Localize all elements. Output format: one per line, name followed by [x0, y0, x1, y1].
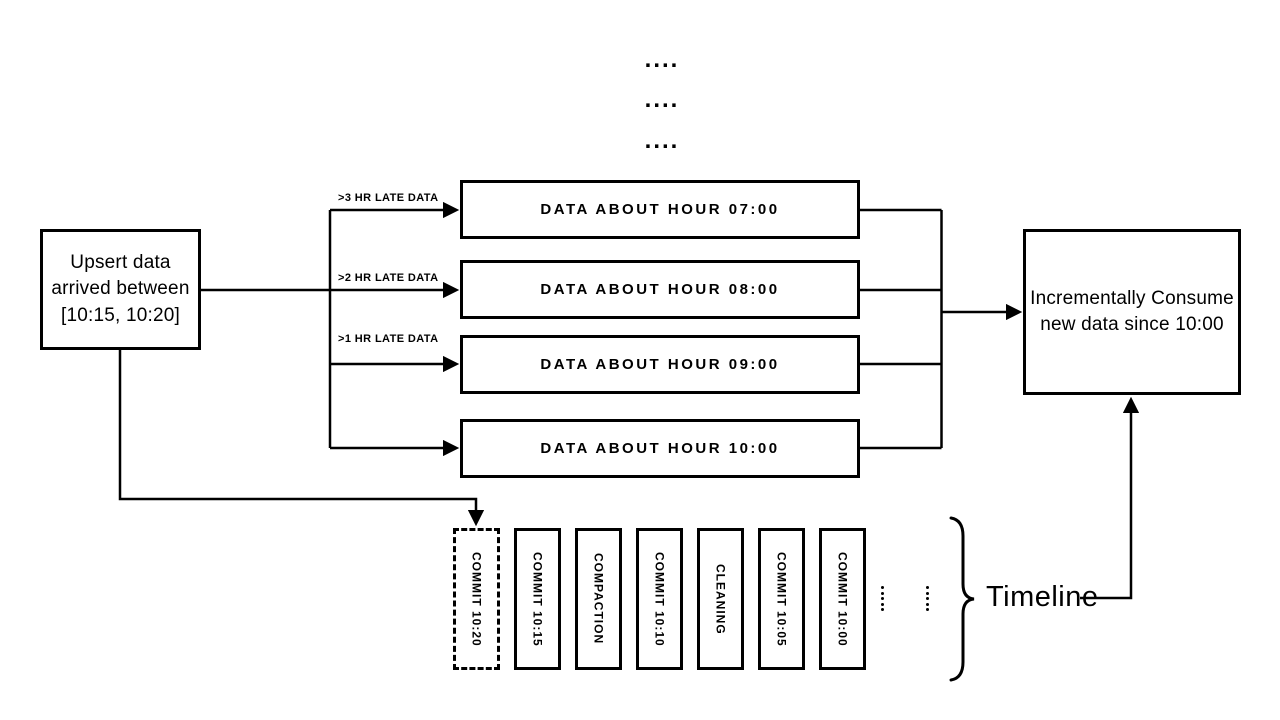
timeline-entry-commit-1005: COMMIT 10:05 — [758, 528, 805, 670]
branch-label-2hr-late: >2 HR LATE DATA — [338, 272, 439, 284]
timeline-entry-label: COMMIT 10:00 — [835, 551, 850, 647]
timeline-ellipsis — [926, 586, 929, 611]
data-hour-0700-box: DATA ABOUT HOUR 07:00 — [460, 180, 860, 239]
timeline-entry-label: COMMIT 10:15 — [530, 551, 545, 647]
data-hour-1000-label: DATA ABOUT HOUR 10:00 — [540, 440, 780, 457]
data-hour-0800-label: DATA ABOUT HOUR 08:00 — [540, 281, 780, 298]
timeline-brace — [949, 516, 975, 682]
timeline-entry-commit-1020: COMMIT 10:20 — [453, 528, 500, 670]
data-hour-0900-box: DATA ABOUT HOUR 09:00 — [460, 335, 860, 394]
timeline-entry-commit-1010: COMMIT 10:10 — [636, 528, 683, 670]
wire-upsert-to-commit-arrow — [118, 350, 485, 527]
top-ellipsis-row: .... — [644, 46, 680, 73]
timeline-entry-label: COMPACTION — [591, 553, 606, 645]
data-hour-1000-box: DATA ABOUT HOUR 10:00 — [460, 419, 860, 478]
timeline-ellipsis — [881, 586, 884, 611]
top-ellipsis-row: .... — [644, 127, 680, 154]
incremental-consume-box: Incrementally Consume new data since 10:… — [1023, 229, 1241, 395]
upsert-line-3: [10:15, 10:20] — [60, 304, 180, 326]
timeline-entry-label: COMMIT 10:10 — [652, 551, 667, 647]
consume-line-2: new data since 10:00 — [1040, 314, 1224, 335]
timeline-entry-cleaning: CLEANING — [697, 528, 744, 670]
timeline-entry-compaction: COMPACTION — [575, 528, 622, 670]
timeline-entry-commit-1015: COMMIT 10:15 — [514, 528, 561, 670]
upsert-source-box: Upsert data arrived between [10:15, 10:2… — [40, 229, 201, 350]
timeline-entry-label: COMMIT 10:05 — [774, 551, 789, 647]
branch-label-3hr-late: >3 HR LATE DATA — [338, 192, 439, 204]
data-hour-0800-box: DATA ABOUT HOUR 08:00 — [460, 260, 860, 319]
timeline-entry-label: COMMIT 10:20 — [469, 551, 484, 647]
data-hour-0900-label: DATA ABOUT HOUR 09:00 — [540, 356, 780, 373]
consume-line-1: Incrementally Consume — [1030, 287, 1234, 309]
data-hour-0700-label: DATA ABOUT HOUR 07:00 — [540, 201, 780, 218]
upsert-line-1: Upsert data — [70, 252, 171, 274]
timeline-entry-commit-1000: COMMIT 10:00 — [819, 528, 866, 670]
upsert-line-2: arrived between — [51, 278, 190, 300]
timeline-caption: Timeline — [986, 581, 1099, 613]
timeline-entry-label: CLEANING — [713, 563, 728, 635]
top-ellipsis-row: .... — [644, 86, 680, 113]
timeline-row: COMMIT 10:20 COMMIT 10:15 COMPACTION COM… — [453, 528, 866, 670]
branch-label-1hr-late: >1 HR LATE DATA — [338, 333, 439, 345]
wire-timeline-to-consume-arrow — [1080, 396, 1140, 600]
